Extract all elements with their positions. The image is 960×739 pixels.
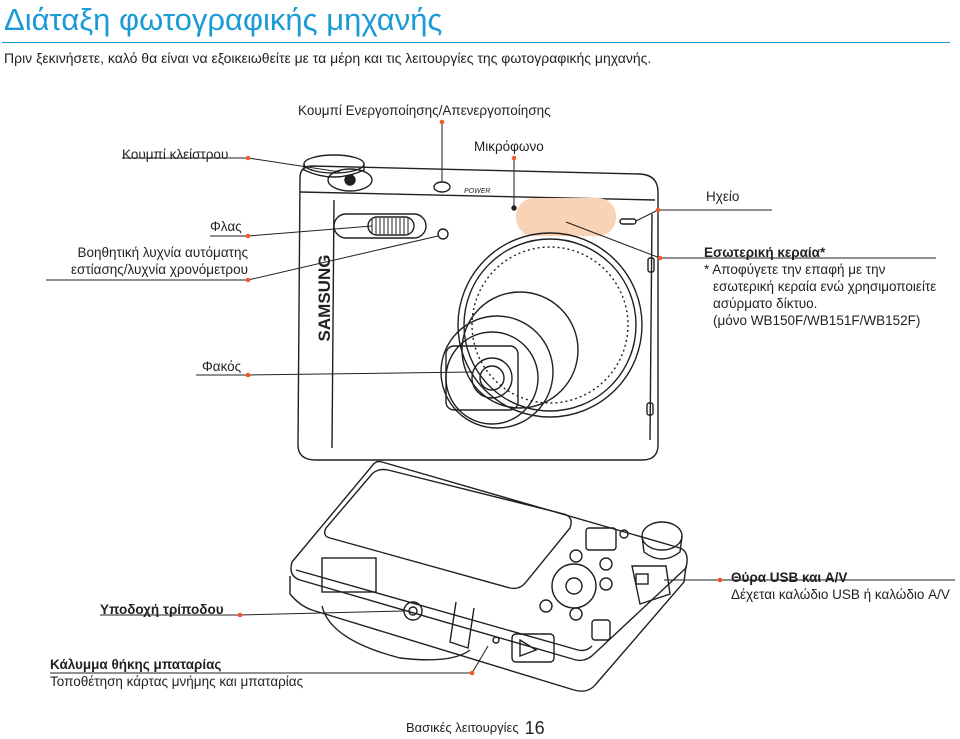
label-usb-title: Θύρα USB και A/V [731,570,848,585]
label-tripod-socket: Υποδοχή τρίποδου [100,602,224,617]
label-usb-port: Θύρα USB και A/V Δέχεται καλώδιο USB ή κ… [731,569,950,603]
label-af-lamp-line2: εστίασης/λυχνία χρονόμετρου [70,262,248,277]
antenna-note-line2: εσωτερική κεραία ενώ χρησιμοποιείτε [713,279,937,294]
power-button [433,181,451,193]
page-title: Διάταξη φωτογραφικής μηχανής [4,2,443,37]
label-speaker: Ηχείο [706,189,740,204]
footer-section: Βασικές λειτουργίες [406,720,519,735]
lens-barrel [321,605,471,661]
label-battery-title: Κάλυμμα θήκης μπαταρίας [50,657,222,672]
label-microphone: Μικρόφωνο [474,139,544,154]
af-lamp [437,228,449,240]
antenna-note-line4: (μόνο WB150F/WB151F/WB152F) [713,313,921,328]
lens-glass [471,357,513,399]
lens-ring-outer [457,232,643,418]
speaker-grille [619,218,637,225]
label-battery-cover: Κάλυμμα θήκης μπαταρίας Τοποθέτηση κάρτα… [50,656,303,690]
control-dial [551,563,597,609]
antenna-highlight [516,198,616,236]
camera-back-body [290,460,688,662]
lcd-screen [323,468,572,590]
label-antenna: Εσωτερική κεραία* * Αποφύγετε την επαφή … [704,244,936,329]
antenna-note-line1: * Αποφύγετε την επαφή με την [704,262,886,277]
lens-shutter [445,345,519,411]
battery-latch [511,633,555,663]
microphone [511,205,517,211]
power-text: POWER [464,188,490,195]
label-shutter-button: Κουμπί κλείστρου [122,147,229,162]
label-power-button: Κουμπί Ενεργοποίησης/Απενεργοποίησης [298,103,551,118]
label-lens: Φακός [202,359,242,374]
label-af-lamp-line1: Βοηθητική λυχνία αυτόματης [77,245,248,260]
mode-dial [303,154,365,174]
intro-text: Πριν ξεκινήσετε, καλό θα είναι να εξοικε… [4,50,652,66]
flash [333,213,427,239]
brand-logo: SAMSUNG [315,255,334,342]
antenna-note-line3: ασύρματο δίκτυο. [713,296,818,311]
usb-port [631,565,671,605]
label-usb-desc: Δέχεται καλώδιο USB ή καλώδιο A/V [731,587,950,602]
label-af-lamp: Βοηθητική λυχνία αυτόματης εστίασης/λυχν… [40,244,248,278]
label-antenna-title: Εσωτερική κεραία* [704,245,826,260]
shutter-button [327,168,373,192]
page-number: 16 [524,718,545,738]
page-footer: Βασικές λειτουργίες 16 [406,718,545,739]
title-divider [2,42,950,43]
label-flash: Φλας [210,219,242,234]
label-battery-desc: Τοποθέτηση κάρτας μνήμης και μπαταρίας [50,674,304,689]
